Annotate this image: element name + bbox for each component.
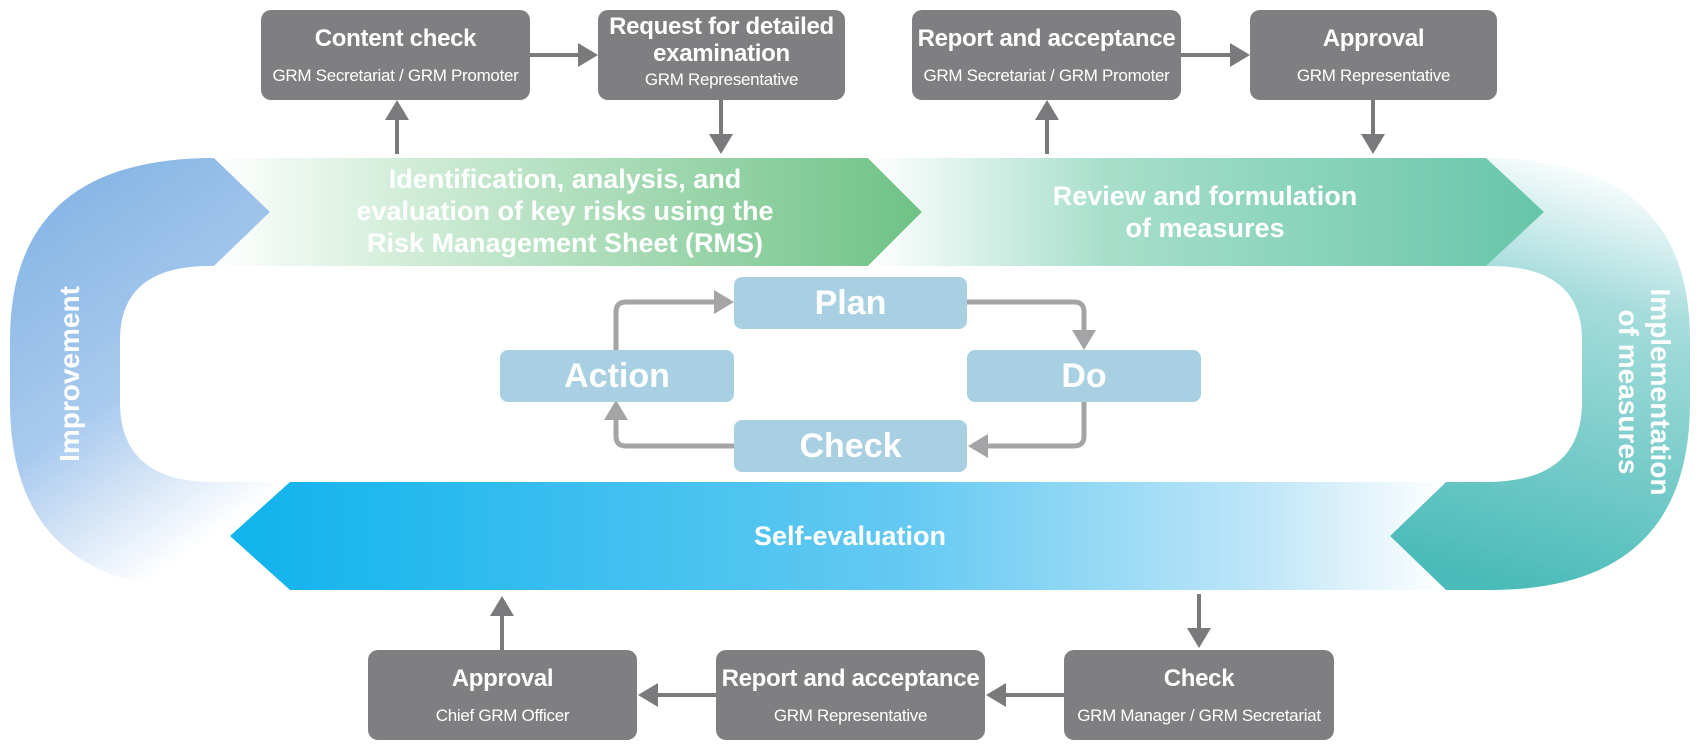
report-acceptance-bottom-box: Report and acceptance GRM Representative	[716, 650, 985, 740]
review-label-line2: of measures	[1125, 213, 1285, 243]
improvement-label: Improvement	[54, 286, 85, 462]
pdca-arrowhead-do	[1072, 330, 1096, 350]
identification-label: Identification, analysis, and evaluation…	[300, 163, 830, 259]
request-examination-subtitle: GRM Representative	[644, 70, 799, 89]
chief-approval-subtitle: Chief GRM Officer	[435, 706, 570, 725]
identification-label-line1: Identification, analysis, and	[388, 164, 742, 194]
report-acceptance-bottom-title: Report and acceptance	[721, 665, 980, 692]
arrowhead-approval-to-band	[1361, 134, 1385, 154]
identification-label-line3: Risk Management Sheet (RMS)	[366, 228, 764, 258]
request-examination-box: Request for detailed examination GRM Rep…	[598, 10, 845, 100]
self-evaluation-label: Self-evaluation	[753, 521, 947, 551]
approval-top-box: Approval GRM Representative	[1250, 10, 1497, 100]
implementation-label-line1: Implementation	[1645, 288, 1676, 496]
pdca-arrowhead-action	[604, 400, 628, 420]
implementation-band	[1390, 158, 1690, 590]
arrowhead-band-to-check	[1187, 628, 1211, 648]
chief-approval-title: Approval	[451, 665, 554, 692]
pdca-arrow-do-to-check	[986, 400, 1087, 449]
review-label-line1: Review and formulation	[1052, 181, 1358, 211]
approval-top-title: Approval	[1322, 25, 1425, 52]
pdca-arrow-plan-to-do	[967, 299, 1087, 332]
arrowhead-report-to-approval	[1230, 43, 1250, 67]
report-acceptance-top-subtitle: GRM Secretariat / GRM Promoter	[923, 66, 1170, 85]
identification-band	[214, 158, 922, 266]
pdca-arrow-action-to-plan	[613, 299, 716, 350]
arrowhead-chief-approval-to-band	[490, 596, 514, 616]
report-acceptance-bottom-subtitle: GRM Representative	[773, 706, 928, 725]
identification-label-line2: evaluation of key risks using the	[356, 196, 774, 226]
pdca-do-box: Do	[967, 350, 1201, 402]
implementation-label-line2: of measures	[1613, 309, 1644, 475]
pdca-arrowhead-plan	[714, 290, 734, 314]
content-check-title: Content check	[314, 25, 477, 52]
arrowhead-band-to-report	[1035, 100, 1059, 120]
request-examination-title-line1: Request for detailed	[609, 13, 834, 40]
check-box-subtitle: GRM Manager / GRM Secretariat	[1077, 706, 1321, 725]
improvement-band	[10, 158, 290, 590]
chief-approval-box: Approval Chief GRM Officer	[368, 650, 637, 740]
implementation-label: Implementation of measures	[1608, 272, 1676, 512]
arrowhead-band-to-content-check	[385, 100, 409, 120]
arrowhead-report-to-chief-approval	[638, 683, 658, 707]
arrowhead-request-to-band	[709, 134, 733, 154]
request-examination-title-line2: examination	[653, 40, 790, 67]
approval-top-subtitle: GRM Representative	[1296, 66, 1451, 85]
content-check-box: Content check GRM Secretariat / GRM Prom…	[261, 10, 530, 100]
report-acceptance-top-title: Report and acceptance	[917, 25, 1176, 52]
check-box: Check GRM Manager / GRM Secretariat	[1064, 650, 1334, 740]
pdca-arrowhead-check	[968, 434, 988, 458]
arrowhead-content-to-request	[578, 43, 598, 67]
content-check-subtitle: GRM Secretariat / GRM Promoter	[272, 66, 519, 85]
pdca-plan-box: Plan	[734, 277, 967, 329]
review-label: Review and formulation of measures	[940, 180, 1470, 244]
report-acceptance-top-box: Report and acceptance GRM Secretariat / …	[912, 10, 1181, 100]
pdca-check-box: Check	[734, 420, 967, 472]
pdca-action-box: Action	[500, 350, 734, 402]
self-evaluation-band	[230, 482, 1446, 590]
pdca-arrow-check-to-action	[613, 418, 734, 449]
review-band	[868, 158, 1544, 266]
check-box-title: Check	[1163, 665, 1235, 692]
arrowhead-check-to-report	[986, 683, 1006, 707]
